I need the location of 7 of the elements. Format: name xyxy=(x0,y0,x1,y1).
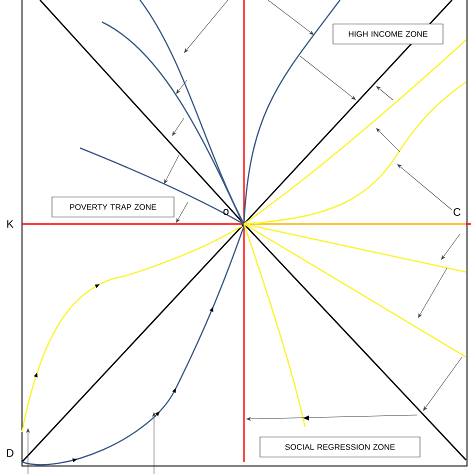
zone-label-box: HIGH INCOME ZONE xyxy=(332,24,444,44)
point-label: o xyxy=(223,209,229,216)
point-label: K xyxy=(7,220,14,228)
point-label: C xyxy=(454,208,461,216)
point-label: D xyxy=(6,449,14,457)
zone-label-box: SOCIAL REGRESSION ZONE xyxy=(260,436,420,458)
zone-label-box: POVERTY TRAP ZONE xyxy=(52,196,174,218)
